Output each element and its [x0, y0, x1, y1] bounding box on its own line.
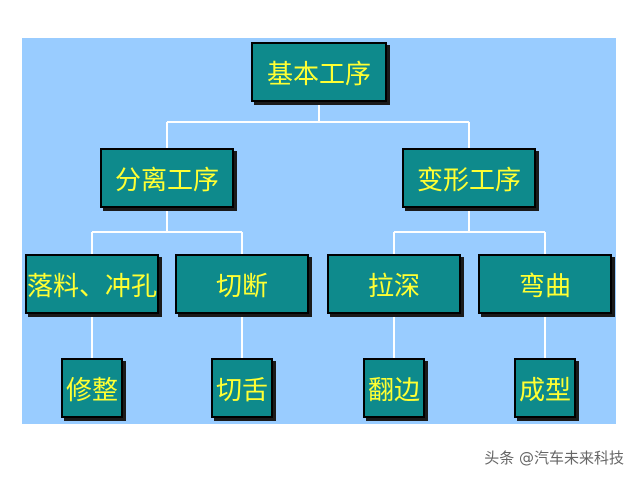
node-trimming: 修整	[61, 358, 123, 418]
node-deep-drawing: 拉深	[327, 254, 461, 314]
node-root: 基本工序	[251, 42, 387, 102]
node-blanking-punching: 落料、冲孔	[25, 254, 159, 314]
node-deformation-process: 变形工序	[402, 148, 536, 208]
node-lancing: 切舌	[211, 358, 273, 418]
node-flanging: 翻边	[363, 358, 425, 418]
node-cutting: 切断	[175, 254, 309, 314]
node-bending: 弯曲	[478, 254, 612, 314]
node-forming: 成型	[514, 358, 576, 418]
watermark-text: 头条 @汽车未来科技	[484, 449, 624, 467]
node-separation-process: 分离工序	[100, 148, 234, 208]
